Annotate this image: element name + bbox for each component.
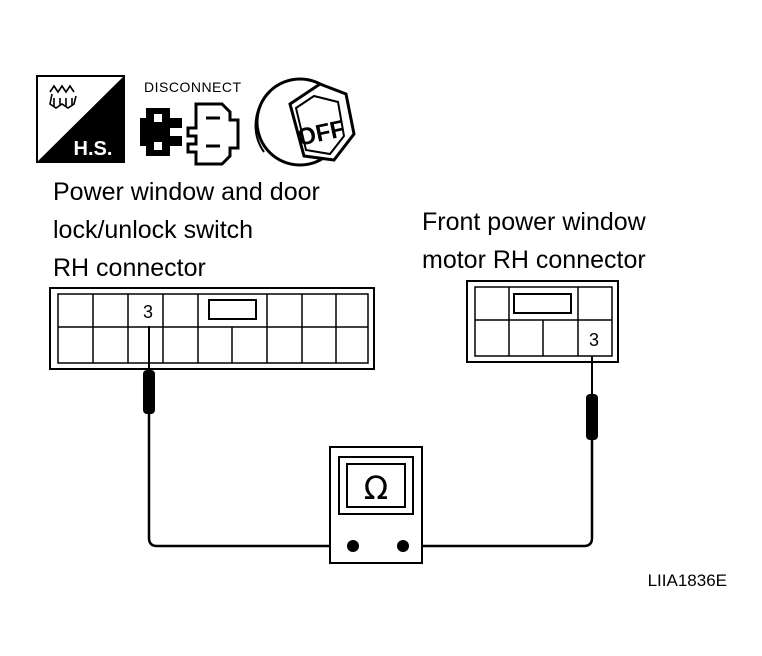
left-test-lead <box>147 440 353 548</box>
left-connector-title-line-3: RH connector <box>53 254 206 282</box>
figure-id: LIIA1836E <box>648 571 727 590</box>
right-test-lead <box>403 458 594 548</box>
ohm-symbol-icon: Ω <box>364 469 388 507</box>
left-connector-title-line-1: Power window and door <box>53 178 320 206</box>
ohmmeter-jack-left <box>347 540 359 552</box>
right-connector <box>466 280 619 363</box>
disconnect-label: DISCONNECT <box>144 79 242 95</box>
left-probe <box>143 326 155 440</box>
ignition-off-icon: OFF <box>254 77 356 167</box>
left-connector <box>49 287 375 370</box>
ohmmeter: Ω <box>329 446 423 564</box>
hs-label: H.S. <box>74 138 113 160</box>
right-connector-title-line-2: motor RH connector <box>422 246 646 274</box>
left-connector-lock-tab <box>208 299 257 320</box>
left-connector-pin-label: 3 <box>143 302 153 322</box>
hand-hs-icon: H.S. <box>36 75 125 163</box>
ohmmeter-display <box>346 463 406 508</box>
right-connector-pin-label: 3 <box>589 330 599 350</box>
right-connector-lock-tab <box>513 293 572 314</box>
right-connector-title-line-1: Front power window <box>422 208 647 236</box>
ohmmeter-jack-right <box>397 540 409 552</box>
left-connector-title-line-2: lock/unlock switch <box>53 216 253 244</box>
disconnect-icon: DISCONNECT <box>140 79 242 166</box>
right-probe <box>586 356 598 458</box>
